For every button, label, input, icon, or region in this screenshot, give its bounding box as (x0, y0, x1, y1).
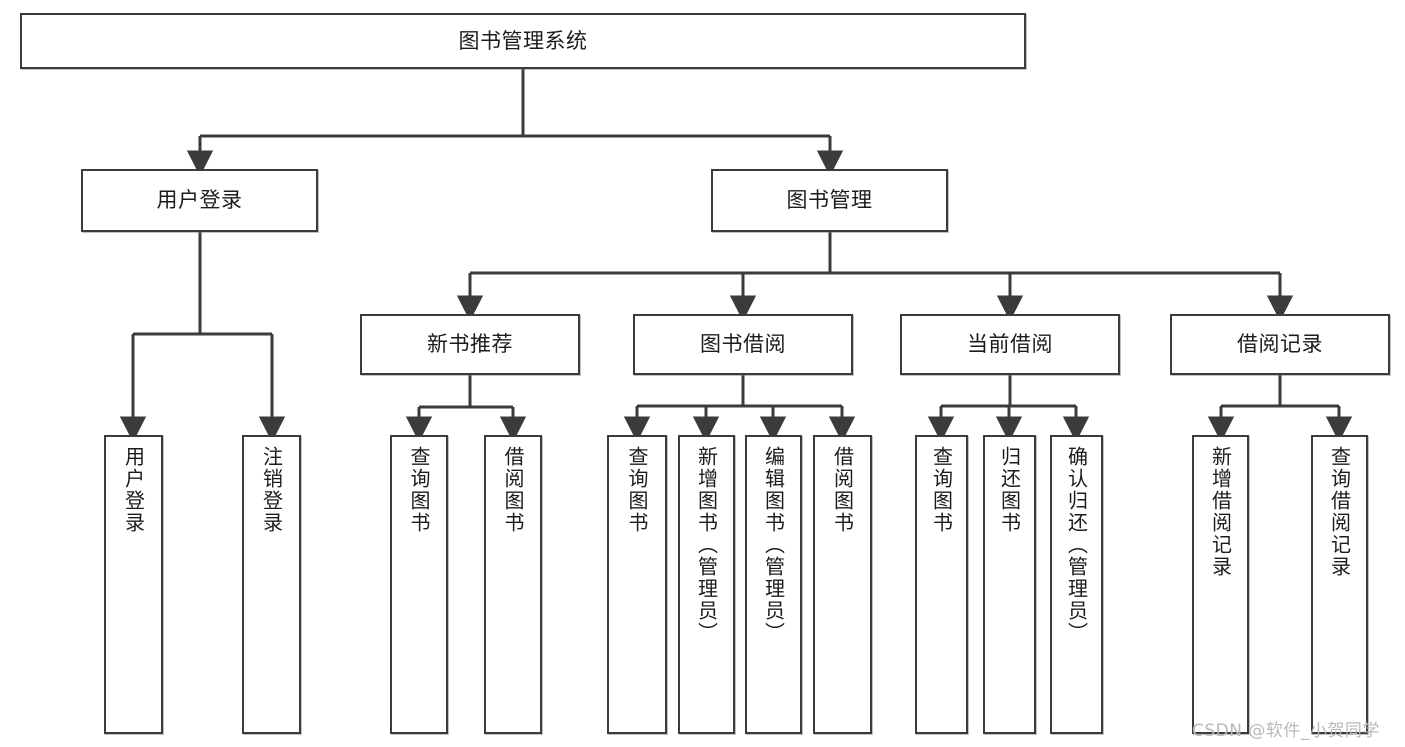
node-leaf-return-book-label: 归还图书 (997, 446, 1022, 534)
node-leaf-add-record[interactable]: 新增借阅记录 (1192, 435, 1249, 734)
node-leaf-query-book-1[interactable]: 查询图书 (390, 435, 448, 734)
node-leaf-query-record-label: 查询借阅记录 (1327, 446, 1352, 578)
node-leaf-query-book-2-label: 查询图书 (625, 446, 649, 534)
node-leaf-user-login[interactable]: 用户登录 (104, 435, 163, 734)
csdn-watermark: CSDN @软件_小贺同学 (1192, 721, 1380, 741)
node-new-book-rec-label: 新书推荐 (427, 332, 513, 357)
node-book-borrow[interactable]: 图书借阅 (633, 314, 853, 375)
node-leaf-query-book-3-label: 查询图书 (929, 446, 954, 534)
node-leaf-borrow-book-2-label: 借阅图书 (830, 446, 855, 534)
node-leaf-confirm-return-label: 确认归还（管理员） (1064, 446, 1089, 644)
node-leaf-add-book-label: 新增图书（管理员） (694, 446, 719, 644)
node-root-label: 图书管理系统 (458, 28, 588, 53)
node-leaf-edit-book-label: 编辑图书（管理员） (761, 446, 786, 644)
node-leaf-edit-book[interactable]: 编辑图书（管理员） (745, 435, 802, 734)
node-leaf-logout-label: 注销登录 (259, 446, 284, 534)
node-user-login-label: 用户登录 (156, 188, 243, 213)
node-book-manage-label: 图书管理 (786, 188, 873, 213)
node-leaf-borrow-book-1-label: 借阅图书 (501, 446, 525, 534)
node-borrow-record[interactable]: 借阅记录 (1170, 314, 1390, 375)
node-leaf-logout[interactable]: 注销登录 (242, 435, 301, 734)
node-borrow-record-label: 借阅记录 (1237, 332, 1323, 357)
node-leaf-return-book[interactable]: 归还图书 (983, 435, 1036, 734)
node-leaf-query-record[interactable]: 查询借阅记录 (1311, 435, 1368, 734)
node-book-manage[interactable]: 图书管理 (711, 169, 948, 232)
node-leaf-add-book[interactable]: 新增图书（管理员） (678, 435, 735, 734)
node-book-borrow-label: 图书借阅 (700, 332, 786, 357)
node-leaf-query-book-3[interactable]: 查询图书 (915, 435, 968, 734)
node-leaf-borrow-book-1[interactable]: 借阅图书 (484, 435, 542, 734)
node-leaf-query-book-2[interactable]: 查询图书 (607, 435, 667, 734)
node-leaf-confirm-return[interactable]: 确认归还（管理员） (1050, 435, 1103, 734)
node-leaf-add-record-label: 新增借阅记录 (1208, 446, 1233, 578)
node-user-login[interactable]: 用户登录 (81, 169, 318, 232)
node-current-borrow-label: 当前借阅 (967, 332, 1053, 357)
node-leaf-user-login-label: 用户登录 (121, 446, 146, 534)
node-leaf-query-book-1-label: 查询图书 (407, 446, 431, 534)
node-new-book-rec[interactable]: 新书推荐 (360, 314, 580, 375)
node-leaf-borrow-book-2[interactable]: 借阅图书 (813, 435, 872, 734)
node-root[interactable]: 图书管理系统 (20, 13, 1026, 69)
node-current-borrow[interactable]: 当前借阅 (900, 314, 1120, 375)
